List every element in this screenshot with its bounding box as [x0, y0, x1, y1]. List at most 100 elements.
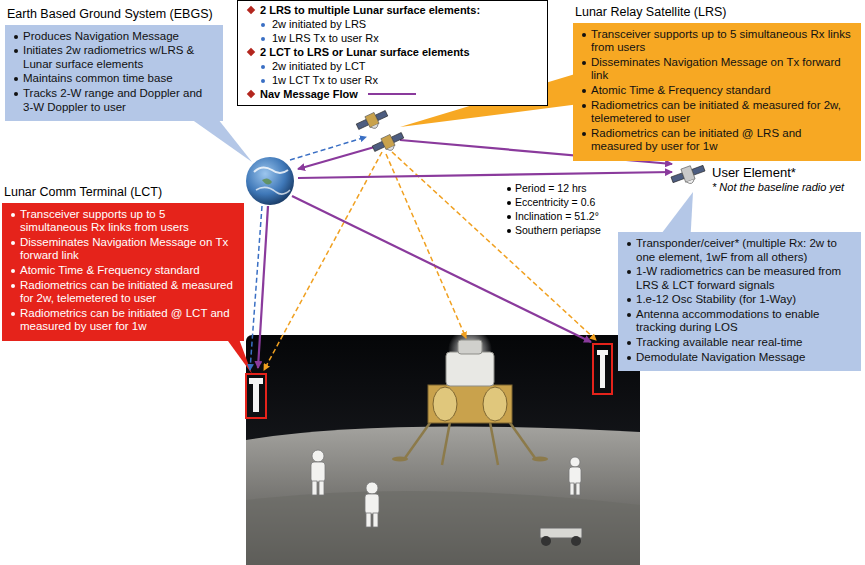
bullet-row: Antenna accommodations to enable trackin…: [626, 308, 853, 335]
bullet-dot: [627, 356, 631, 360]
bullet-dot: [582, 89, 586, 93]
bullet-dot: [627, 298, 631, 302]
lunar-scene: [246, 328, 640, 565]
bullet-text: 1.e-12 Osc Stability (for 1-Way): [636, 293, 796, 305]
user-satellite: [670, 162, 708, 190]
bullet-row: 1w LRS Tx to user Rx: [246, 32, 539, 45]
bullet-dot: [261, 65, 265, 69]
bullet-text: 1-W radiometrics can be measured from LR…: [636, 265, 841, 291]
bullet-text: Radiometrics can be initiated & measured…: [591, 99, 841, 125]
bullet-text: 2 LCT to LRS or Lunar surface elements: [260, 46, 470, 58]
bullet-text: Transceiver supports up to 5 simultaneou…: [591, 28, 851, 54]
orbit-parameter: Southern periapse: [505, 224, 604, 237]
bullet-row: 2w initiated by LCT: [246, 60, 539, 73]
bullet-row: Disseminates Navigation Message on Tx fo…: [581, 56, 853, 83]
bullet-dot: [14, 77, 18, 81]
diamond-marker: [247, 48, 255, 56]
bullet-text: Atomic Time & Frequency standard: [591, 84, 771, 96]
bullet-text: Disseminates Navigation Message on Tx fo…: [20, 236, 228, 262]
bullet-text: Transponder/ceiver* (multiple Rx: 2w to …: [636, 237, 837, 263]
bullet-text: 1w LCT Tx to user Rx: [272, 74, 378, 86]
bullet-text: Antenna accommodations to enable trackin…: [636, 308, 819, 334]
callout-heading: Earth Based Ground System (EBGS): [7, 7, 223, 22]
callout-box: Lunar Relay Satellite (LRS) Transceiver s…: [573, 5, 861, 161]
bullet-dot: [582, 132, 586, 136]
bullet-text: 2 LRS to multiple Lunar surface elements…: [260, 4, 480, 16]
bullet-row: Tracking available near real-time: [626, 336, 853, 350]
bullet-row: Transceiver supports up to 5 simultaneou…: [10, 208, 236, 235]
bullet-dot: [261, 37, 265, 41]
bullet-text: Tracking available near real-time: [636, 336, 802, 348]
diamond-marker: [247, 6, 255, 14]
bullet-text: Radiometrics can be initiated & measured…: [20, 279, 233, 305]
label-text: Inclination = 51.2°: [515, 210, 599, 222]
bullet-dot: [582, 61, 586, 65]
bullet-text: 2w initiated by LRS: [272, 18, 366, 30]
callout-body: Transceiver supports up to 5 simultaneou…: [573, 23, 861, 161]
legend-line-sample: [368, 93, 416, 95]
legend-entry: Nav Message Flow: [246, 88, 539, 101]
bullet-row: Tracks 2-W range and Doppler and 3-W Dop…: [13, 87, 215, 114]
bullet-dot: [11, 284, 15, 288]
bullet-row: Maintains common time base: [13, 72, 215, 86]
relay-satellite: [355, 108, 390, 135]
bullet-dot: [627, 242, 631, 246]
bullet-row: 2w initiated by LRS: [246, 18, 539, 31]
bullet-row: Atomic Time & Frequency standard: [10, 264, 236, 278]
bullet-dot: [627, 270, 631, 274]
callout-box: Lunar Comm Terminal (LCT) Transceiver sup…: [2, 185, 244, 341]
label-text: Period = 12 hrs: [515, 182, 587, 194]
bullet-dot: [507, 187, 511, 191]
bullet-row: Radiometrics can be initiated & measured…: [581, 99, 853, 126]
bullet-dot: [14, 35, 18, 39]
bullet-row: 1w LCT Tx to user Rx: [246, 74, 539, 87]
callout-body: Transponder/ceiver* (multiple Rx: 2w to …: [618, 232, 861, 371]
bullet-dot: [582, 104, 586, 108]
bullet-row: Transceiver supports up to 5 simultaneou…: [581, 28, 853, 55]
callout-heading: Lunar Comm Terminal (LCT): [4, 185, 244, 200]
bullet-row: 1.e-12 Osc Stability (for 1-Way): [626, 293, 853, 307]
callout-body: Produces Navigation MessageInitiates 2w …: [5, 25, 223, 121]
bullet-dot: [14, 92, 18, 96]
bullet-row: Demodulate Navigation Message: [626, 351, 853, 365]
bullet-row: Disseminates Navigation Message on Tx fo…: [10, 236, 236, 263]
bullet-text: 1w LRS Tx to user Rx: [272, 32, 379, 44]
bullet-row: Radiometrics can be initiated @ LRS and …: [581, 127, 853, 154]
bullet-row: Transponder/ceiver* (multiple Rx: 2w to …: [626, 237, 853, 264]
diamond-marker: [247, 90, 255, 98]
bullet-dot: [582, 33, 586, 37]
callout-box: Transponder/ceiver* (multiple Rx: 2w to …: [618, 232, 861, 371]
label-text: * Not the baseline radio yet: [712, 181, 844, 193]
earth-globe: [246, 157, 294, 205]
bullet-row: Initiates 2w radiometrics w/LRS & Lunar …: [13, 44, 215, 71]
bullet-dot: [11, 213, 15, 217]
orbit-parameter: Eccentricity = 0.6: [505, 196, 598, 209]
bullet-text: 2w initiated by LCT: [272, 60, 366, 72]
bullet-dot: [627, 313, 631, 317]
bullet-text: Tracks 2-W range and Doppler and 3-W Dop…: [23, 87, 202, 113]
bullet-text: Radiometrics can be initiated @ LCT and …: [20, 307, 230, 333]
legend-box: 2 LRS to multiple Lunar surface elements…: [237, 0, 548, 106]
bullet-text: Radiometrics can be initiated @ LRS and …: [591, 127, 801, 153]
bullet-dot: [261, 23, 265, 27]
label-text: Eccentricity = 0.6: [515, 196, 595, 208]
orbit-parameter: Period = 12 hrs: [505, 182, 590, 195]
element-label: * Not the baseline radio yet: [712, 181, 844, 193]
callout-box: Earth Based Ground System (EBGS) Produces…: [5, 7, 223, 121]
bullet-dot: [11, 269, 15, 273]
element-label: User Element*: [712, 165, 796, 180]
callout-heading: Lunar Relay Satellite (LRS): [575, 5, 861, 20]
group-heading: 2 LCT to LRS or Lunar surface elements: [246, 46, 539, 59]
bullet-dot: [261, 79, 265, 83]
bullet-dot: [11, 241, 15, 245]
label-text: User Element*: [712, 165, 796, 180]
relay-satellite: [371, 130, 406, 157]
bullet-text: Initiates 2w radiometrics w/LRS & Lunar …: [23, 44, 194, 70]
bullet-row: Atomic Time & Frequency standard: [581, 84, 853, 98]
callout-body: Transceiver supports up to 5 simultaneou…: [2, 203, 244, 341]
bullet-row: Produces Navigation Message: [13, 30, 215, 44]
bullet-row: Radiometrics can be initiated @ LCT and …: [10, 307, 236, 334]
bullet-dot: [507, 229, 511, 233]
bullet-dot: [507, 201, 511, 205]
